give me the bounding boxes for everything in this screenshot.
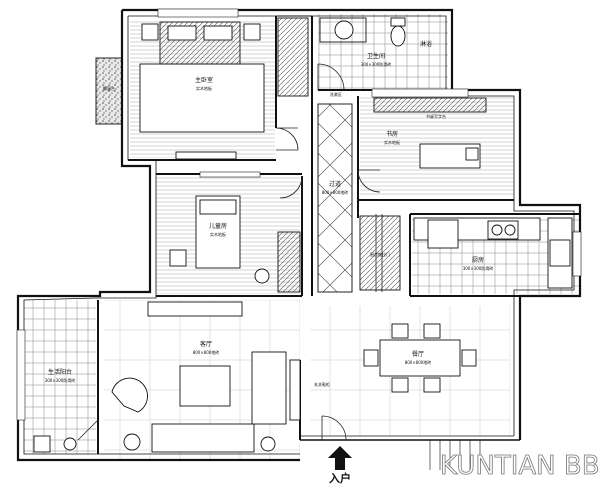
dining-chair-2 bbox=[423, 323, 441, 339]
label-study: 书房 bbox=[386, 130, 398, 138]
corridor-floor bbox=[318, 104, 352, 292]
washing-machine bbox=[33, 435, 51, 453]
doors bbox=[77, 63, 383, 441]
label-kitchen-door: 厨房推拉门 bbox=[370, 251, 390, 257]
armchair bbox=[111, 377, 148, 413]
door-bath bbox=[317, 63, 345, 91]
label-kitchen: 厨房 bbox=[472, 256, 484, 264]
furniture bbox=[33, 17, 573, 470]
dining-chair-6 bbox=[461, 349, 477, 367]
label-master-bedroom: 主卧室 bbox=[195, 76, 213, 84]
child-wardrobe bbox=[277, 231, 301, 293]
toilet bbox=[390, 25, 406, 47]
label-corridor: 过道 bbox=[329, 180, 341, 188]
window-study bbox=[371, 88, 469, 98]
door-study bbox=[357, 169, 381, 193]
entry-steps bbox=[429, 440, 481, 470]
pillow-left bbox=[167, 25, 197, 41]
fridge bbox=[427, 219, 459, 249]
child-plant bbox=[254, 268, 270, 284]
labels: 主卧室 实木地板 卫生间 300×300防滑砖 淋浴 洗漱区 书桌写字台 书房 … bbox=[45, 40, 494, 485]
window-balcony bbox=[16, 329, 26, 421]
child-bed-pillow bbox=[199, 199, 237, 215]
corridor-border bbox=[317, 103, 353, 293]
entry-arrow bbox=[328, 446, 352, 470]
window-child bbox=[199, 171, 261, 178]
tv-cabinet bbox=[147, 301, 243, 317]
study-chair bbox=[465, 147, 479, 161]
burner-1 bbox=[491, 224, 503, 236]
burner-2 bbox=[504, 224, 516, 236]
label-living-room: 客厅 bbox=[200, 340, 212, 348]
label-bathroom: 卫生间 bbox=[367, 52, 385, 60]
sofa-main bbox=[151, 423, 255, 453]
label-study-desk: 书桌写字台 bbox=[426, 113, 446, 119]
dining-table bbox=[379, 339, 461, 377]
floor-dining-room: 800×800地砖 bbox=[405, 359, 432, 365]
study-shelf bbox=[373, 97, 487, 113]
door-master bbox=[275, 127, 299, 151]
arrow-icon bbox=[328, 446, 352, 470]
dining-chair-3 bbox=[391, 377, 409, 393]
living-plant-right bbox=[260, 436, 276, 452]
nightstand-right bbox=[243, 23, 261, 41]
label-bay-window: 飘窗台 bbox=[103, 85, 115, 91]
bay-window-sill bbox=[95, 57, 123, 125]
label-balcony: 生活阳台 bbox=[48, 368, 72, 376]
window-master-top bbox=[157, 8, 239, 18]
floors bbox=[24, 14, 580, 460]
living-plant-left bbox=[123, 433, 141, 451]
floor-master-bedroom: 实木地板 bbox=[196, 85, 212, 91]
label-shoe-cabinet: 玄关鞋柜 bbox=[314, 381, 330, 387]
dining-chair-5 bbox=[363, 349, 379, 367]
label-child-room: 儿童房 bbox=[209, 222, 227, 230]
dining-chair-4 bbox=[423, 377, 441, 393]
child-desk-chair bbox=[169, 249, 187, 267]
label-dining-room: 餐厅 bbox=[412, 350, 424, 358]
shoe-cabinet bbox=[289, 359, 301, 421]
shoe-cabinet-closet bbox=[359, 215, 401, 291]
master-wardrobe bbox=[277, 17, 309, 97]
master-bed bbox=[139, 63, 265, 133]
bath-cabinet bbox=[319, 17, 367, 43]
toilet-tank bbox=[390, 17, 406, 27]
door-child bbox=[279, 175, 303, 199]
wash-basin bbox=[334, 20, 354, 40]
label-wash-area: 洗漱区 bbox=[330, 91, 342, 97]
floor-kitchen: 300×300防滑砖 bbox=[463, 265, 494, 271]
label-shower: 淋浴 bbox=[420, 40, 432, 48]
floor-study: 实木地板 bbox=[384, 139, 400, 145]
nightstand-left bbox=[141, 23, 159, 41]
coffee-table bbox=[179, 365, 231, 407]
floor-child-room: 实木地板 bbox=[210, 231, 226, 237]
master-tv-cabinet bbox=[175, 151, 237, 160]
door-balcony bbox=[77, 419, 99, 441]
balcony-plant bbox=[63, 437, 77, 451]
sink bbox=[549, 239, 571, 267]
window-kitchen bbox=[572, 231, 582, 277]
floor-living-room: 800×800地砖 bbox=[193, 349, 220, 355]
door-entry bbox=[321, 415, 347, 441]
balcony-floor bbox=[24, 300, 96, 454]
floor-corridor: 800×800地砖 bbox=[322, 189, 349, 195]
label-entry: 入户 bbox=[329, 471, 351, 485]
sofa-side bbox=[251, 351, 287, 425]
floor-bathroom: 300×300防滑砖 bbox=[361, 61, 392, 67]
windows bbox=[16, 8, 582, 421]
floor-balcony: 300×300防滑砖 bbox=[45, 377, 76, 383]
watermark: KUNTIAN BBS bbox=[440, 451, 600, 481]
dining-chair-1 bbox=[391, 323, 409, 339]
pillow-right bbox=[203, 25, 233, 41]
